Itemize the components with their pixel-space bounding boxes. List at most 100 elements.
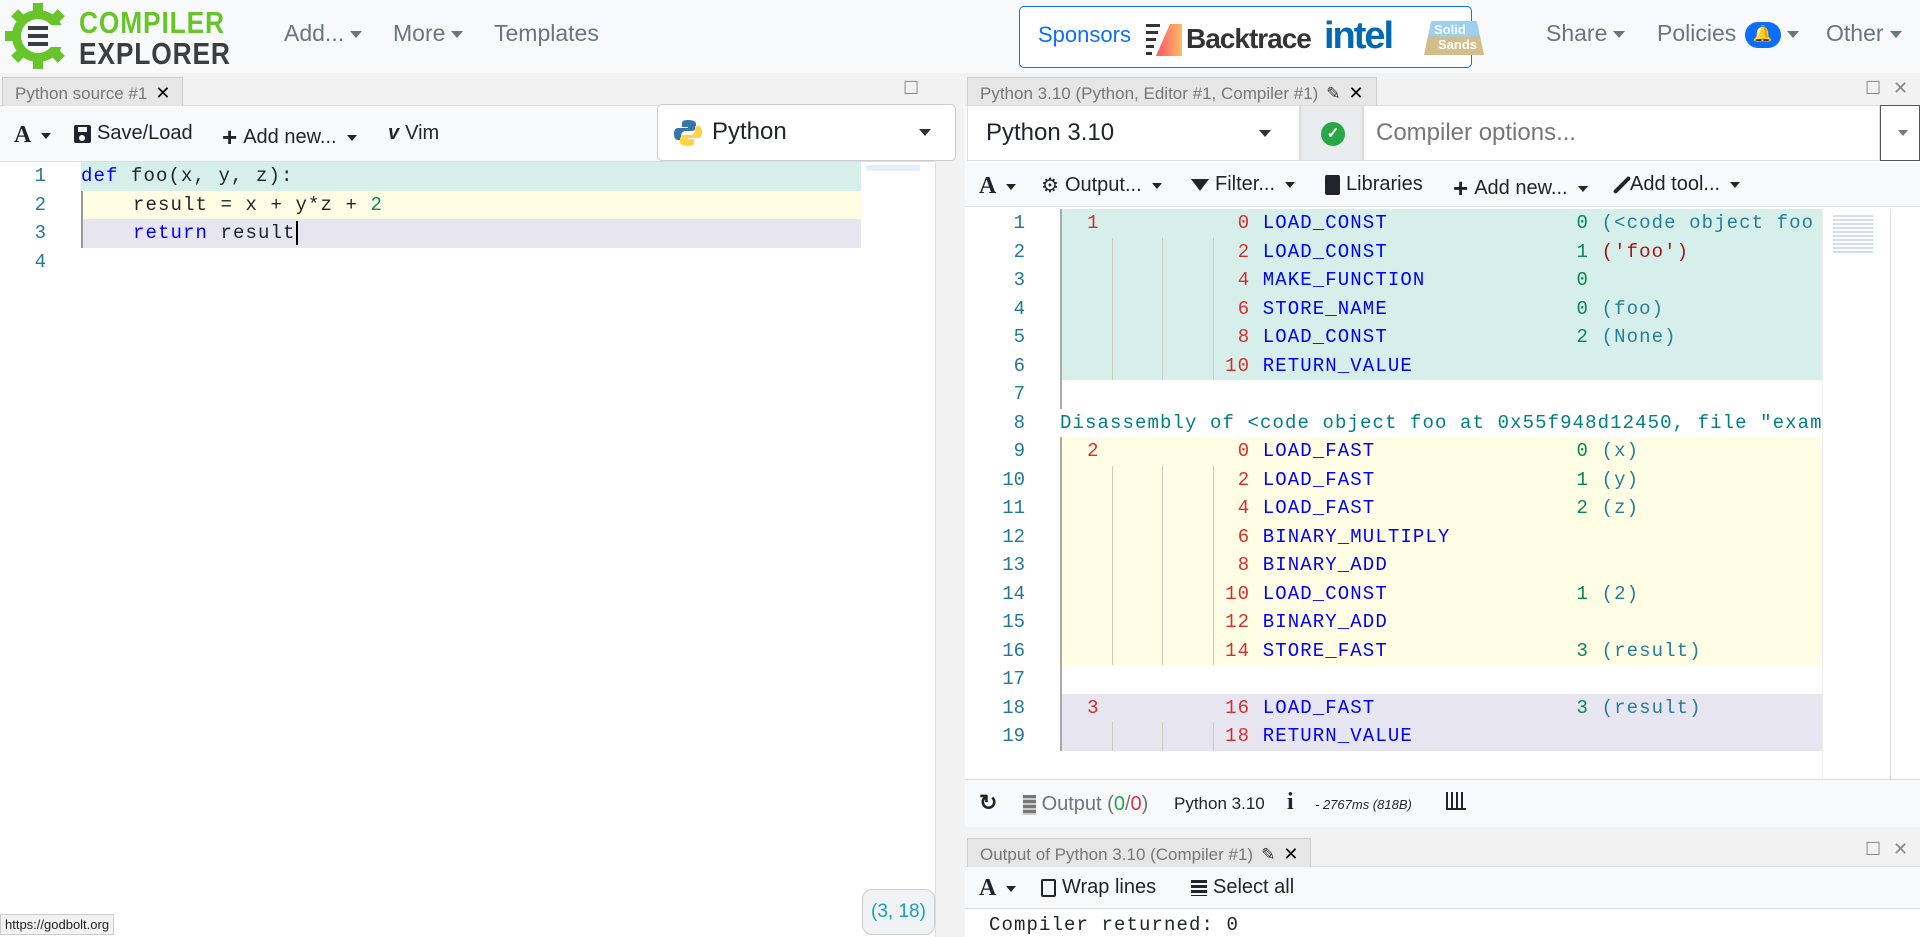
output-options-button[interactable]: ⚙Output...: [1041, 173, 1162, 198]
more-menu[interactable]: More: [393, 20, 464, 47]
asm-line-number: 19: [1002, 725, 1025, 747]
pencil-icon[interactable]: ✎: [1326, 84, 1341, 103]
close-pane-icon[interactable]: ✕: [1893, 839, 1909, 859]
libraries-button[interactable]: Libraries: [1325, 173, 1423, 196]
bytecode-offset: 6: [1237, 297, 1251, 320]
close-icon[interactable]: ✕: [1283, 844, 1299, 864]
tab-python-source[interactable]: Python source #1 ✕: [2, 77, 184, 107]
maximize-icon[interactable]: ☐: [1865, 78, 1882, 98]
filter-button[interactable]: Filter...: [1191, 173, 1296, 196]
indent-guide: [1212, 237, 1214, 266]
recompile-icon[interactable]: ↻: [979, 790, 998, 815]
asm-line[interactable]: [1060, 380, 1822, 409]
assembly-minimap[interactable]: [1822, 209, 1890, 779]
caret-down-icon: [1006, 183, 1017, 190]
other-menu[interactable]: Other: [1826, 20, 1902, 47]
caret-down-icon: [1898, 130, 1908, 136]
editor-minimap[interactable]: [866, 165, 920, 171]
code-line[interactable]: return result: [81, 219, 861, 248]
wrap-lines-label: Wrap lines: [1062, 876, 1157, 898]
indent-guide: [1112, 608, 1114, 637]
code-line[interactable]: def foo(x, y, z):: [81, 162, 861, 191]
close-icon[interactable]: ✕: [155, 83, 171, 103]
select-all-button[interactable]: Select all: [1191, 876, 1294, 899]
tab-compiler-output[interactable]: Output of Python 3.10 (Compiler #1)✎✕: [967, 838, 1312, 868]
code-line[interactable]: result = x + y*z + 2: [81, 190, 861, 219]
compiler-options-input[interactable]: Compiler options...: [1363, 105, 1880, 161]
close-pane-icon[interactable]: ✕: [1893, 78, 1909, 98]
font-size-button[interactable]: A: [14, 122, 52, 149]
add-new-label: Add new...: [243, 126, 337, 148]
tab-title: Python source #1: [15, 84, 148, 103]
tab-compiler[interactable]: Python 3.10 (Python, Editor #1, Compiler…: [967, 77, 1377, 107]
opcode: RETURN_VALUE: [1262, 354, 1413, 377]
add-tool-button[interactable]: Add tool...: [1612, 173, 1741, 196]
maximize-icon[interactable]: ☐: [903, 78, 920, 98]
python-logo-icon: [674, 120, 702, 146]
opcode: LOAD_FAST: [1262, 440, 1376, 462]
opcode-arg: 1: [1576, 240, 1590, 263]
close-icon[interactable]: ✕: [1348, 83, 1364, 103]
font-size-button[interactable]: A: [979, 173, 1017, 200]
caret-down-icon: [1285, 181, 1296, 188]
asm-line-number: 2: [1013, 240, 1025, 263]
caret-down-icon: [1730, 181, 1741, 188]
code-line[interactable]: [81, 248, 861, 277]
language-select[interactable]: Python: [657, 104, 956, 161]
compiler-explorer-logo[interactable]: COMPILER EXPLORER: [5, 3, 245, 71]
info-icon[interactable]: i: [1287, 789, 1294, 815]
opcode: LOAD_CONST: [1262, 582, 1388, 605]
templates-link[interactable]: Templates: [494, 20, 599, 46]
assembly-scrollbar[interactable]: [1890, 209, 1920, 779]
code-token: result = x + y*z +: [83, 193, 371, 216]
filter-icon: [1191, 178, 1209, 191]
language-label: Python: [712, 118, 787, 145]
editor-scrollbar[interactable]: [935, 162, 936, 937]
compiler-name-label: Python 3.10: [1174, 794, 1265, 813]
asm-line[interactable]: Disassembly of <code object foo at 0x55f…: [1060, 409, 1822, 438]
font-size-button[interactable]: A: [979, 875, 1017, 902]
output-stdout-count: 0: [1113, 793, 1125, 815]
output-status-button[interactable]: Output (0/0): [1023, 793, 1148, 816]
output-label: Output (: [1041, 793, 1114, 815]
source-line-ref: 3: [1087, 696, 1100, 719]
plus-icon: +: [222, 122, 238, 152]
asm-line[interactable]: [1060, 665, 1822, 694]
add-menu[interactable]: Add...: [284, 20, 363, 47]
add-new-button[interactable]: +Add new...: [1453, 173, 1588, 204]
compile-status: ✓: [1300, 105, 1363, 161]
policies-menu[interactable]: Policies 🔔: [1657, 20, 1799, 48]
wrap-lines-checkbox[interactable]: Wrap lines: [1041, 876, 1156, 899]
share-menu[interactable]: Share: [1546, 20, 1626, 47]
link-status-tooltip: https://godbolt.org: [0, 914, 115, 935]
save-load-button[interactable]: Save/Load: [74, 122, 193, 145]
indent-guide: [1212, 323, 1214, 352]
add-new-button[interactable]: +Add new...: [222, 122, 357, 153]
maximize-icon[interactable]: ☐: [1865, 839, 1882, 859]
asm-line-number: 5: [1013, 326, 1025, 348]
compiler-select[interactable]: Python 3.10: [967, 105, 1300, 161]
compiler-options-dropdown[interactable]: [1880, 105, 1920, 161]
sponsors-button[interactable]: Sponsors Backtrace intel Solid Sands: [1019, 6, 1484, 68]
pencil-icon[interactable]: ✎: [1261, 845, 1276, 864]
bar-chart-icon[interactable]: [1446, 792, 1466, 810]
